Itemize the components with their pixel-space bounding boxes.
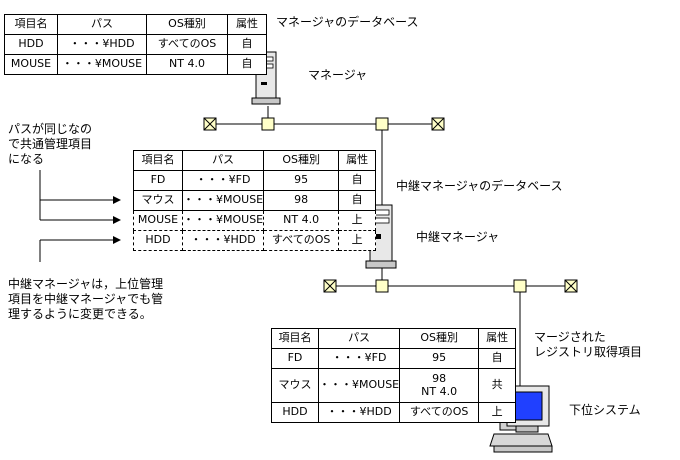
relay-manager-label: 中継マネージャ: [416, 230, 500, 244]
table-cell: 自: [338, 190, 377, 211]
table-cell: すべてのOS: [263, 230, 340, 251]
subsystem-table: 項目名 パス OS種別 属性 FD ・・・¥FD 95 自 マウス ・・・¥MO…: [271, 328, 517, 423]
table-cell: HDD: [133, 230, 183, 251]
relay-db-label: 中継マネージャのデータベース: [396, 179, 563, 193]
header-cell: 項目名: [4, 14, 58, 35]
header-cell: パス: [181, 150, 265, 171]
table-cell: すべてのOS: [399, 402, 480, 423]
note-line: 理するように変更できる。: [8, 307, 152, 321]
table-cell: FD: [133, 170, 183, 191]
node-icon: [375, 117, 389, 131]
table-cell: ・・・¥MOUSE: [181, 190, 265, 211]
table-cell: 95: [263, 170, 340, 191]
merged-items-line: マージされた: [534, 330, 606, 344]
note-line: で共通管理項目: [8, 137, 93, 151]
merged-items-line: レジストリ取得項目: [534, 345, 643, 359]
table-cell: HDD: [4, 34, 58, 55]
table-cell: ・・・¥FD: [181, 170, 265, 191]
os-value: 98: [432, 371, 447, 385]
node-icon: [261, 117, 275, 131]
table-row: HDD ・・・¥HDD すべてのOS 自: [4, 34, 267, 55]
table-cell: FD: [271, 348, 319, 369]
header-cell: パス: [57, 14, 147, 35]
table-row: マウス ・・・¥MOUSE 98 NT 4.0 共: [271, 368, 517, 403]
table-cell: ・・・¥MOUSE: [181, 210, 265, 231]
table-row: HDD ・・・¥HDD すべてのOS 上: [271, 402, 517, 423]
table-row: MOUSE ・・・¥MOUSE NT 4.0 上: [133, 210, 377, 231]
note-line: パスが同じなの: [8, 122, 93, 136]
table-cell: HDD: [271, 402, 319, 423]
table-cell: 上: [338, 210, 377, 231]
table-cell: 上: [478, 402, 517, 423]
table-cell: NT 4.0: [146, 54, 228, 75]
note-line: 項目を中継マネージャでも管: [8, 292, 164, 306]
table-header-row: 項目名 パス OS種別 属性: [133, 150, 377, 171]
table-cell: 98 NT 4.0: [399, 368, 480, 403]
header-cell: OS種別: [399, 328, 480, 349]
same-path-note: パスが同じなの で共通管理項目 になる: [8, 122, 92, 167]
note-line: 中継マネージャは，上位管理: [8, 277, 164, 291]
table-cell: 98: [263, 190, 340, 211]
table-cell: ・・・¥HDD: [181, 230, 265, 251]
table-row: FD ・・・¥FD 95 自: [271, 348, 517, 369]
table-cell: MOUSE: [133, 210, 183, 231]
table-cell: すべてのOS: [146, 34, 228, 55]
table-cell: マウス: [133, 190, 183, 211]
os-value-extra: NT 4.0: [421, 384, 458, 398]
header-cell: OS種別: [146, 14, 228, 35]
header-cell: 項目名: [133, 150, 183, 171]
table-cell: 95: [399, 348, 480, 369]
table-header-row: 項目名 パス OS種別 属性: [271, 328, 517, 349]
header-cell: OS種別: [263, 150, 340, 171]
relay-note: 中継マネージャは，上位管理 項目を中継マネージャでも管 理するように変更できる。: [8, 277, 163, 322]
table-cell: マウス: [271, 368, 319, 403]
table-cell: 自: [227, 54, 267, 75]
table-cell: ・・・¥MOUSE: [57, 54, 147, 75]
table-cell: 自: [227, 34, 267, 55]
merged-items-label: マージされた レジストリ取得項目: [534, 330, 642, 360]
table-cell: 自: [478, 348, 517, 369]
manager-label: マネージャ: [308, 68, 368, 82]
table-cell: 共: [478, 368, 517, 403]
table-row: HDD ・・・¥HDD すべてのOS 上: [133, 230, 377, 251]
table-header-row: 項目名 パス OS種別 属性: [4, 14, 267, 35]
table-cell: ・・・¥FD: [317, 348, 401, 369]
table-row: MOUSE ・・・¥MOUSE NT 4.0 自: [4, 54, 267, 75]
subsystem-label: 下位システム: [569, 403, 641, 417]
table-cell: NT 4.0: [263, 210, 340, 231]
header-cell: パス: [317, 328, 401, 349]
table-cell: ・・・¥MOUSE: [317, 368, 401, 403]
node-icon: [375, 279, 389, 293]
header-cell: 属性: [227, 14, 267, 35]
header-cell: 属性: [338, 150, 377, 171]
table-cell: 自: [338, 170, 377, 191]
header-cell: 属性: [478, 328, 517, 349]
table-row: FD ・・・¥FD 95 自: [133, 170, 377, 191]
header-cell: 項目名: [271, 328, 319, 349]
table-row: マウス ・・・¥MOUSE 98 自: [133, 190, 377, 211]
relay-table: 項目名 パス OS種別 属性 FD ・・・¥FD 95 自 マウス ・・・¥MO…: [133, 150, 377, 251]
table-cell: MOUSE: [4, 54, 58, 75]
manager-table: 項目名 パス OS種別 属性 HDD ・・・¥HDD すべてのOS 自 MOUS…: [4, 14, 267, 75]
note-line: になる: [8, 152, 45, 166]
table-cell: ・・・¥HDD: [317, 402, 401, 423]
table-cell: ・・・¥HDD: [57, 34, 147, 55]
table-cell: 上: [338, 230, 377, 251]
node-icon: [513, 279, 527, 293]
manager-db-label: マネージャのデータベース: [276, 15, 419, 29]
